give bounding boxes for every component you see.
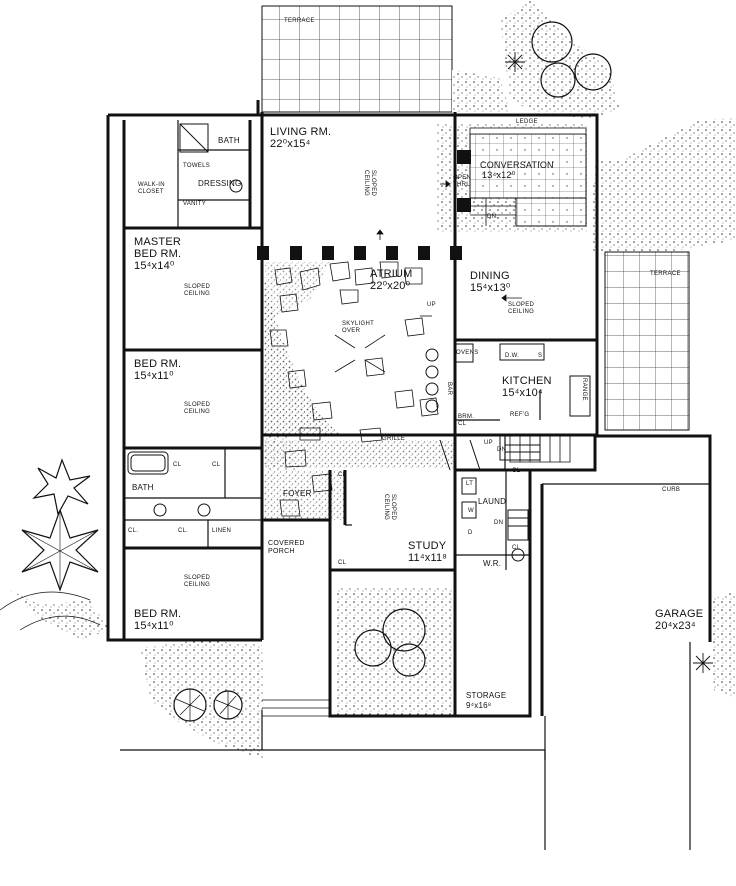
garage-name: GARAGE bbox=[655, 608, 704, 620]
atrium-name: ATRIUM bbox=[370, 268, 413, 280]
up-atrium-label: UP bbox=[427, 302, 436, 308]
vanity-label: VANITY bbox=[183, 201, 207, 207]
hall-bath-label: BATH bbox=[132, 483, 154, 492]
conversation-name: CONVERSATION bbox=[480, 160, 554, 170]
walls bbox=[106, 100, 712, 718]
sink-label: S bbox=[538, 353, 543, 359]
foyer-label: FOYER bbox=[283, 489, 312, 498]
dining-dims: 15⁴x13⁰ bbox=[470, 282, 511, 294]
ledge-label: LEDGE bbox=[516, 119, 538, 125]
bar-label: BAR bbox=[446, 382, 452, 396]
closet-label-5: CL bbox=[338, 472, 347, 478]
bedroom-3-name: BED RM. bbox=[134, 608, 182, 620]
dn-conversation-label: DN. bbox=[487, 214, 499, 220]
dn-hall-label: DN bbox=[497, 447, 507, 453]
thin-walls bbox=[120, 120, 710, 850]
stairs bbox=[509, 436, 571, 463]
washroom-label: W.R. bbox=[483, 559, 502, 568]
kitchen-dims: 15⁴x10⁴ bbox=[502, 387, 543, 399]
dw-label: D.W. bbox=[505, 353, 520, 359]
range-label: RANGE bbox=[581, 378, 587, 401]
lt-label: LT bbox=[466, 481, 474, 487]
bedroom-2-sloped-ceiling: SLOPED CEILING bbox=[184, 402, 211, 415]
atrium-dims: 22⁰x20⁰ bbox=[370, 280, 411, 292]
bedroom-3-dims: 15⁴x11⁰ bbox=[134, 620, 174, 632]
atrium-paving bbox=[262, 258, 455, 520]
up-hall-label: UP bbox=[484, 440, 493, 446]
kitchen-name: KITCHEN bbox=[502, 375, 552, 387]
living-sloped-ceiling: SLOPED CEILING bbox=[363, 170, 376, 197]
refg-label: REF'G bbox=[510, 412, 530, 418]
conversation-dims: 13⁴x12⁰ bbox=[482, 170, 516, 180]
closet-label-3: CL. bbox=[128, 528, 139, 534]
master-bath-label: BATH bbox=[218, 136, 240, 145]
broom-closet-label: BRM. CL bbox=[458, 414, 475, 427]
washer-label: W bbox=[468, 508, 474, 514]
master-sloped-ceiling: SLOPED CEILING bbox=[184, 284, 211, 297]
terrace-right-label: TERRACE bbox=[650, 271, 681, 277]
terrace-right-paving bbox=[604, 251, 690, 431]
columns bbox=[257, 150, 471, 260]
dining-name: DINING bbox=[470, 270, 510, 282]
closet-label-4: CL. bbox=[178, 528, 189, 534]
study-name: STUDY bbox=[408, 540, 447, 552]
walk-in-closet-label: WALK-IN CLOSET bbox=[138, 182, 165, 195]
storage-dims: 9⁴x16⁸ bbox=[466, 701, 492, 710]
living-room-dims: 22⁰x15⁴ bbox=[270, 138, 311, 150]
closet-label-6: CL bbox=[338, 560, 347, 566]
grille-label: GRILLE bbox=[382, 436, 406, 442]
storage-name: STORAGE bbox=[466, 691, 507, 700]
master-bedroom-dims: 15⁴x14⁰ bbox=[134, 260, 175, 272]
dining-sloped-ceiling: SLOPED CEILING bbox=[508, 302, 535, 315]
master-bedroom-name: MASTER BED RM. bbox=[134, 236, 182, 260]
linen-label: LINEN bbox=[212, 528, 232, 534]
closet-label-1: CL bbox=[173, 462, 182, 468]
conversation-pit bbox=[437, 124, 587, 232]
garage-dims: 20⁴x23⁴ bbox=[655, 620, 696, 632]
closet-label-2: CL bbox=[212, 462, 221, 468]
bedroom-3-sloped-ceiling: SLOPED CEILING bbox=[184, 575, 211, 588]
towels-label: TOWELS bbox=[183, 163, 211, 169]
dryer-label: D bbox=[468, 530, 473, 536]
open-thru-label: OPEN THRU bbox=[453, 175, 472, 188]
entry-steps bbox=[262, 699, 330, 717]
landscaping bbox=[10, 0, 736, 760]
laundry-label: LAUND bbox=[478, 497, 507, 506]
dn-laundry-label: DN bbox=[494, 520, 504, 526]
closet-label-7: CL bbox=[512, 468, 521, 474]
curb-label: CURB bbox=[662, 487, 681, 493]
dressing-label: DRESSING bbox=[198, 179, 242, 188]
trees bbox=[0, 21, 713, 722]
ovens-label: OVENS bbox=[456, 350, 479, 356]
bedroom-2-dims: 15⁴x11⁰ bbox=[134, 370, 174, 382]
study-sloped-ceiling: SLOPED CEILING bbox=[383, 494, 396, 521]
terrace-top-label: TERRACE bbox=[284, 18, 315, 24]
closet-label-8: CL bbox=[512, 545, 521, 551]
bedroom-2-name: BED RM. bbox=[134, 358, 182, 370]
terrace-top-paving bbox=[261, 5, 453, 113]
arrows bbox=[376, 180, 522, 317]
study-dims: 11⁴x11⁸ bbox=[408, 552, 448, 564]
covered-porch-label: COVERED PORCH bbox=[268, 540, 305, 555]
skylight-label: SKYLIGHT OVER bbox=[342, 321, 375, 334]
living-room-name: LIVING RM. bbox=[270, 126, 332, 138]
